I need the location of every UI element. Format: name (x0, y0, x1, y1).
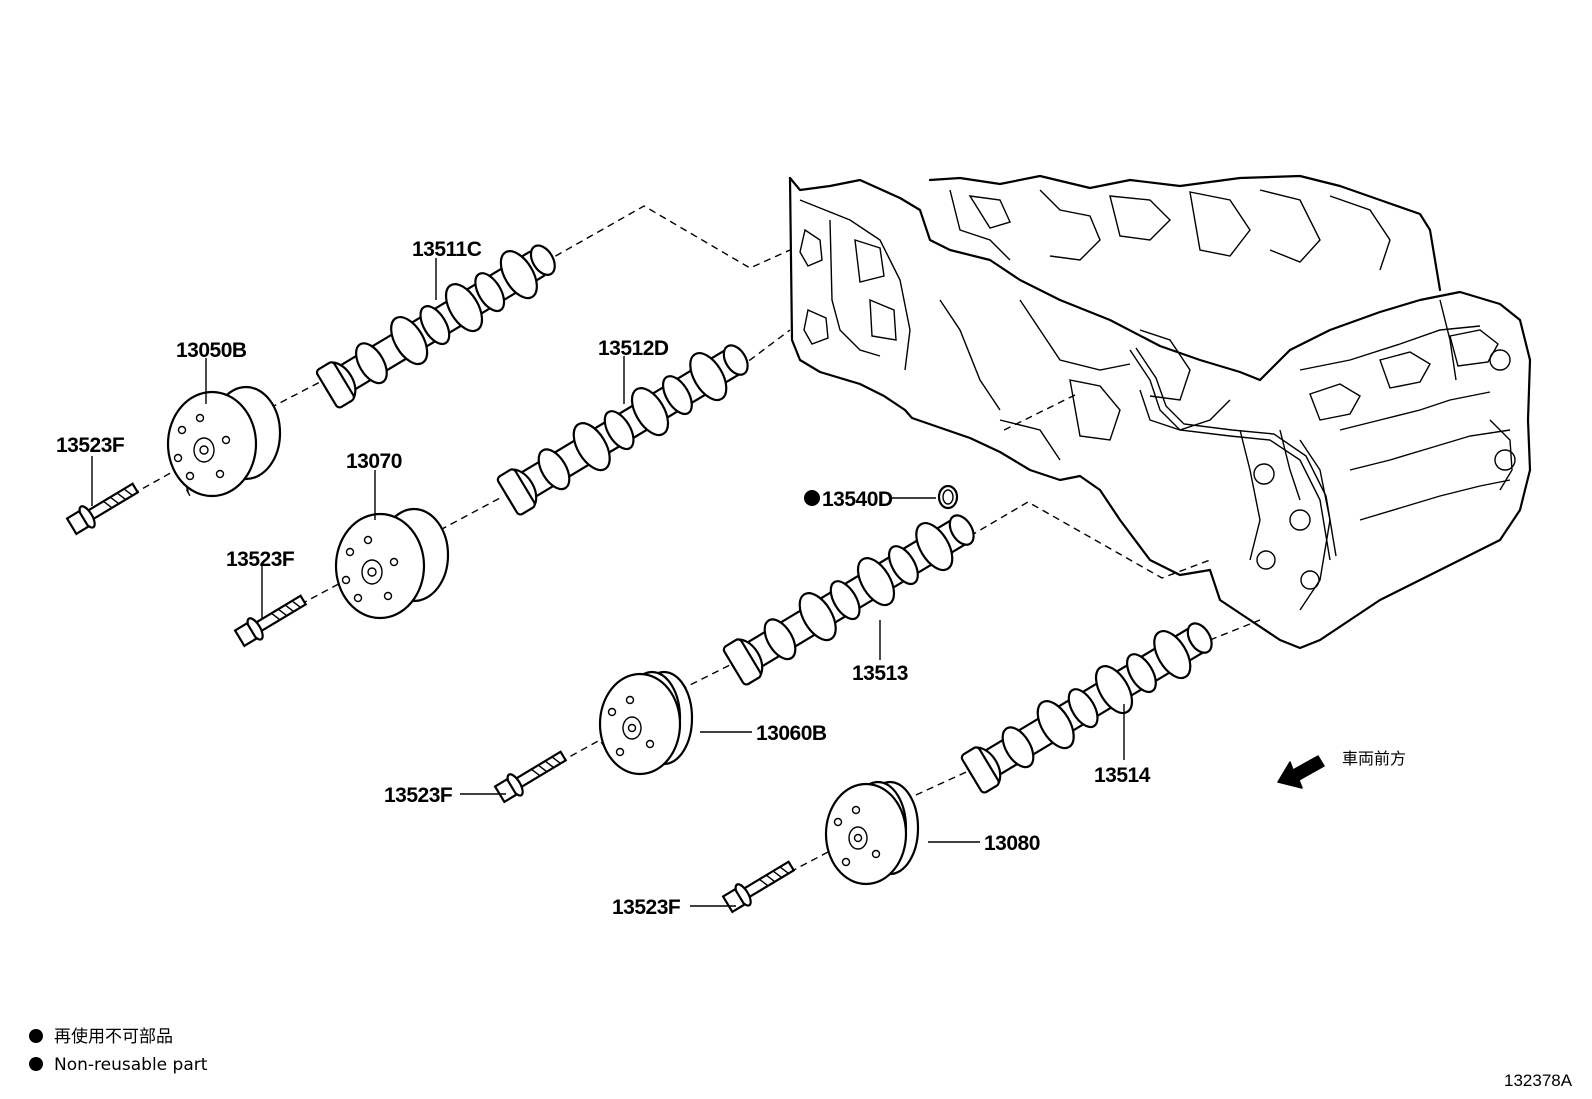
callout-13513: 13513 (852, 662, 908, 685)
engine-cylinder-head-illustration (788, 174, 1532, 650)
figure-number: 132378A (1504, 1071, 1573, 1090)
legend-bullet-en (29, 1057, 43, 1071)
vehicle-front-label: 車両前方 (1342, 749, 1406, 768)
sprocket-13050B (166, 385, 282, 498)
non-reusable-bullet-13540D (804, 490, 820, 506)
bolt-13523F-2 (233, 594, 308, 648)
callout-13512D: 13512D (598, 337, 669, 360)
camshaft-13511C (315, 244, 556, 409)
bolt-13523F-3 (493, 750, 568, 804)
bolt-13523F-1 (65, 482, 140, 536)
legend-non-reusable-ja: 再使用不可部品 (54, 1026, 173, 1047)
callout-13070: 13070 (346, 450, 402, 473)
callout-13523F-3: 13523F (384, 784, 453, 807)
callout-13514: 13514 (1094, 764, 1151, 787)
callout-13060B: 13060B (756, 722, 827, 745)
callout-13523F-4: 13523F (612, 896, 681, 919)
callout-13523F-2: 13523F (226, 548, 295, 571)
callout-leader-lines (91, 258, 1125, 907)
alignment-dashed-lines (121, 205, 1261, 875)
legend-non-reusable-en: Non-reusable part (54, 1055, 208, 1075)
callout-13511C: 13511C (412, 238, 482, 261)
sprocket-13080 (824, 780, 920, 886)
sprocket-13060B (598, 670, 694, 776)
camshaft-13513 (722, 514, 975, 686)
o-ring-13540D (937, 484, 959, 510)
callout-13050B: 13050B (176, 339, 247, 362)
callout-13540D: 13540D (822, 488, 893, 511)
bolt-13523F-4 (721, 860, 796, 914)
sprocket-13070 (334, 507, 450, 620)
callout-13080: 13080 (984, 832, 1040, 855)
vehicle-front-direction-arrow (1277, 755, 1325, 789)
callout-13523F-1: 13523F (56, 434, 125, 457)
camshaft-13512D (496, 344, 749, 516)
legend-bullet-ja (29, 1029, 43, 1043)
camshaft-13514 (960, 622, 1213, 794)
